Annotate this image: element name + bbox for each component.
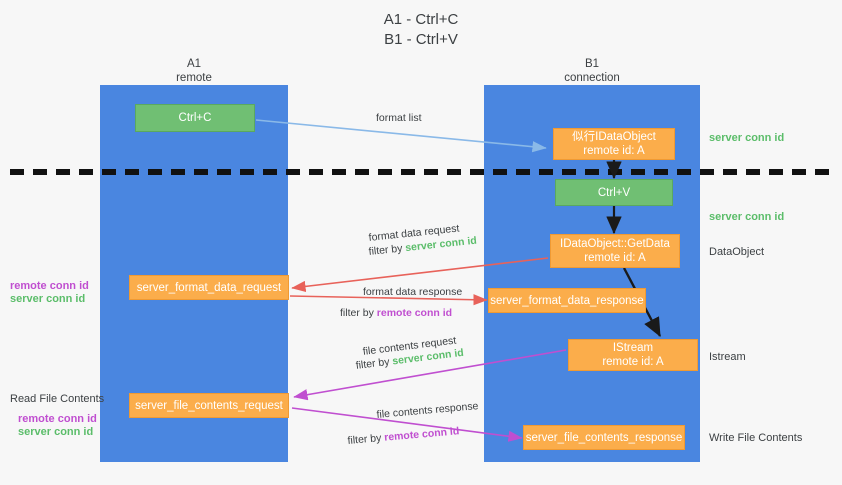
box-idataobject[interactable]: 似行IDataObject remote id: A: [553, 128, 675, 160]
filter-prefix: filter by: [340, 307, 377, 319]
label-write-file-contents: Write File Contents: [709, 432, 803, 444]
label-server-conn-id-top: server conn id: [709, 132, 785, 144]
edge-label-file-contents-response-filter: filter by remote conn id: [347, 424, 460, 448]
box-server-file-contents-request[interactable]: server_file_contents_request: [129, 393, 289, 418]
label-server-conn-id-left-mid: server conn id: [10, 293, 86, 305]
filter-prefix: filter by: [368, 242, 406, 258]
label-server-conn-id-mid: server conn id: [709, 211, 785, 223]
edge-label-format-data-response: format data response: [363, 286, 463, 298]
label-remote-conn-id-bottom: remote conn id: [18, 413, 97, 425]
filter-value-remote-conn-id: remote conn id: [383, 425, 460, 444]
box-ctrl-c[interactable]: Ctrl+C: [135, 104, 255, 132]
edge-label-format-data-response-filter: filter by remote conn id: [340, 306, 452, 320]
box-server-format-data-response[interactable]: server_format_data_response: [488, 288, 646, 313]
lane-header-a1: A1 remote: [176, 58, 212, 84]
label-read-file-contents: Read File Contents: [10, 393, 105, 405]
box-server-file-contents-response[interactable]: server_file_contents_response: [523, 425, 685, 450]
box-istream[interactable]: IStream remote id: A: [568, 339, 698, 371]
filter-prefix: filter by: [347, 431, 385, 447]
page-title: A1 - Ctrl+C B1 - Ctrl+V: [383, 11, 459, 48]
label-istream: Istream: [709, 351, 746, 363]
filter-value-remote-conn-id: remote conn id: [376, 307, 453, 319]
box-ctrl-v[interactable]: Ctrl+V: [555, 179, 673, 206]
box-idataobject-getdata[interactable]: IDataObject::GetData remote id: A: [550, 234, 680, 268]
edge-label-format-list: format list: [376, 112, 422, 124]
filter-prefix: filter by: [355, 355, 394, 372]
label-dataobject: DataObject: [709, 246, 765, 258]
label-server-conn-id-bottom: server conn id: [18, 426, 94, 438]
edge-label-file-contents-response: file contents response: [376, 400, 479, 421]
box-server-format-data-request[interactable]: server_format_data_request: [129, 275, 289, 300]
lane-header-b1: B1 connection: [564, 58, 620, 84]
label-remote-conn-id-mid: remote conn id: [10, 280, 89, 292]
